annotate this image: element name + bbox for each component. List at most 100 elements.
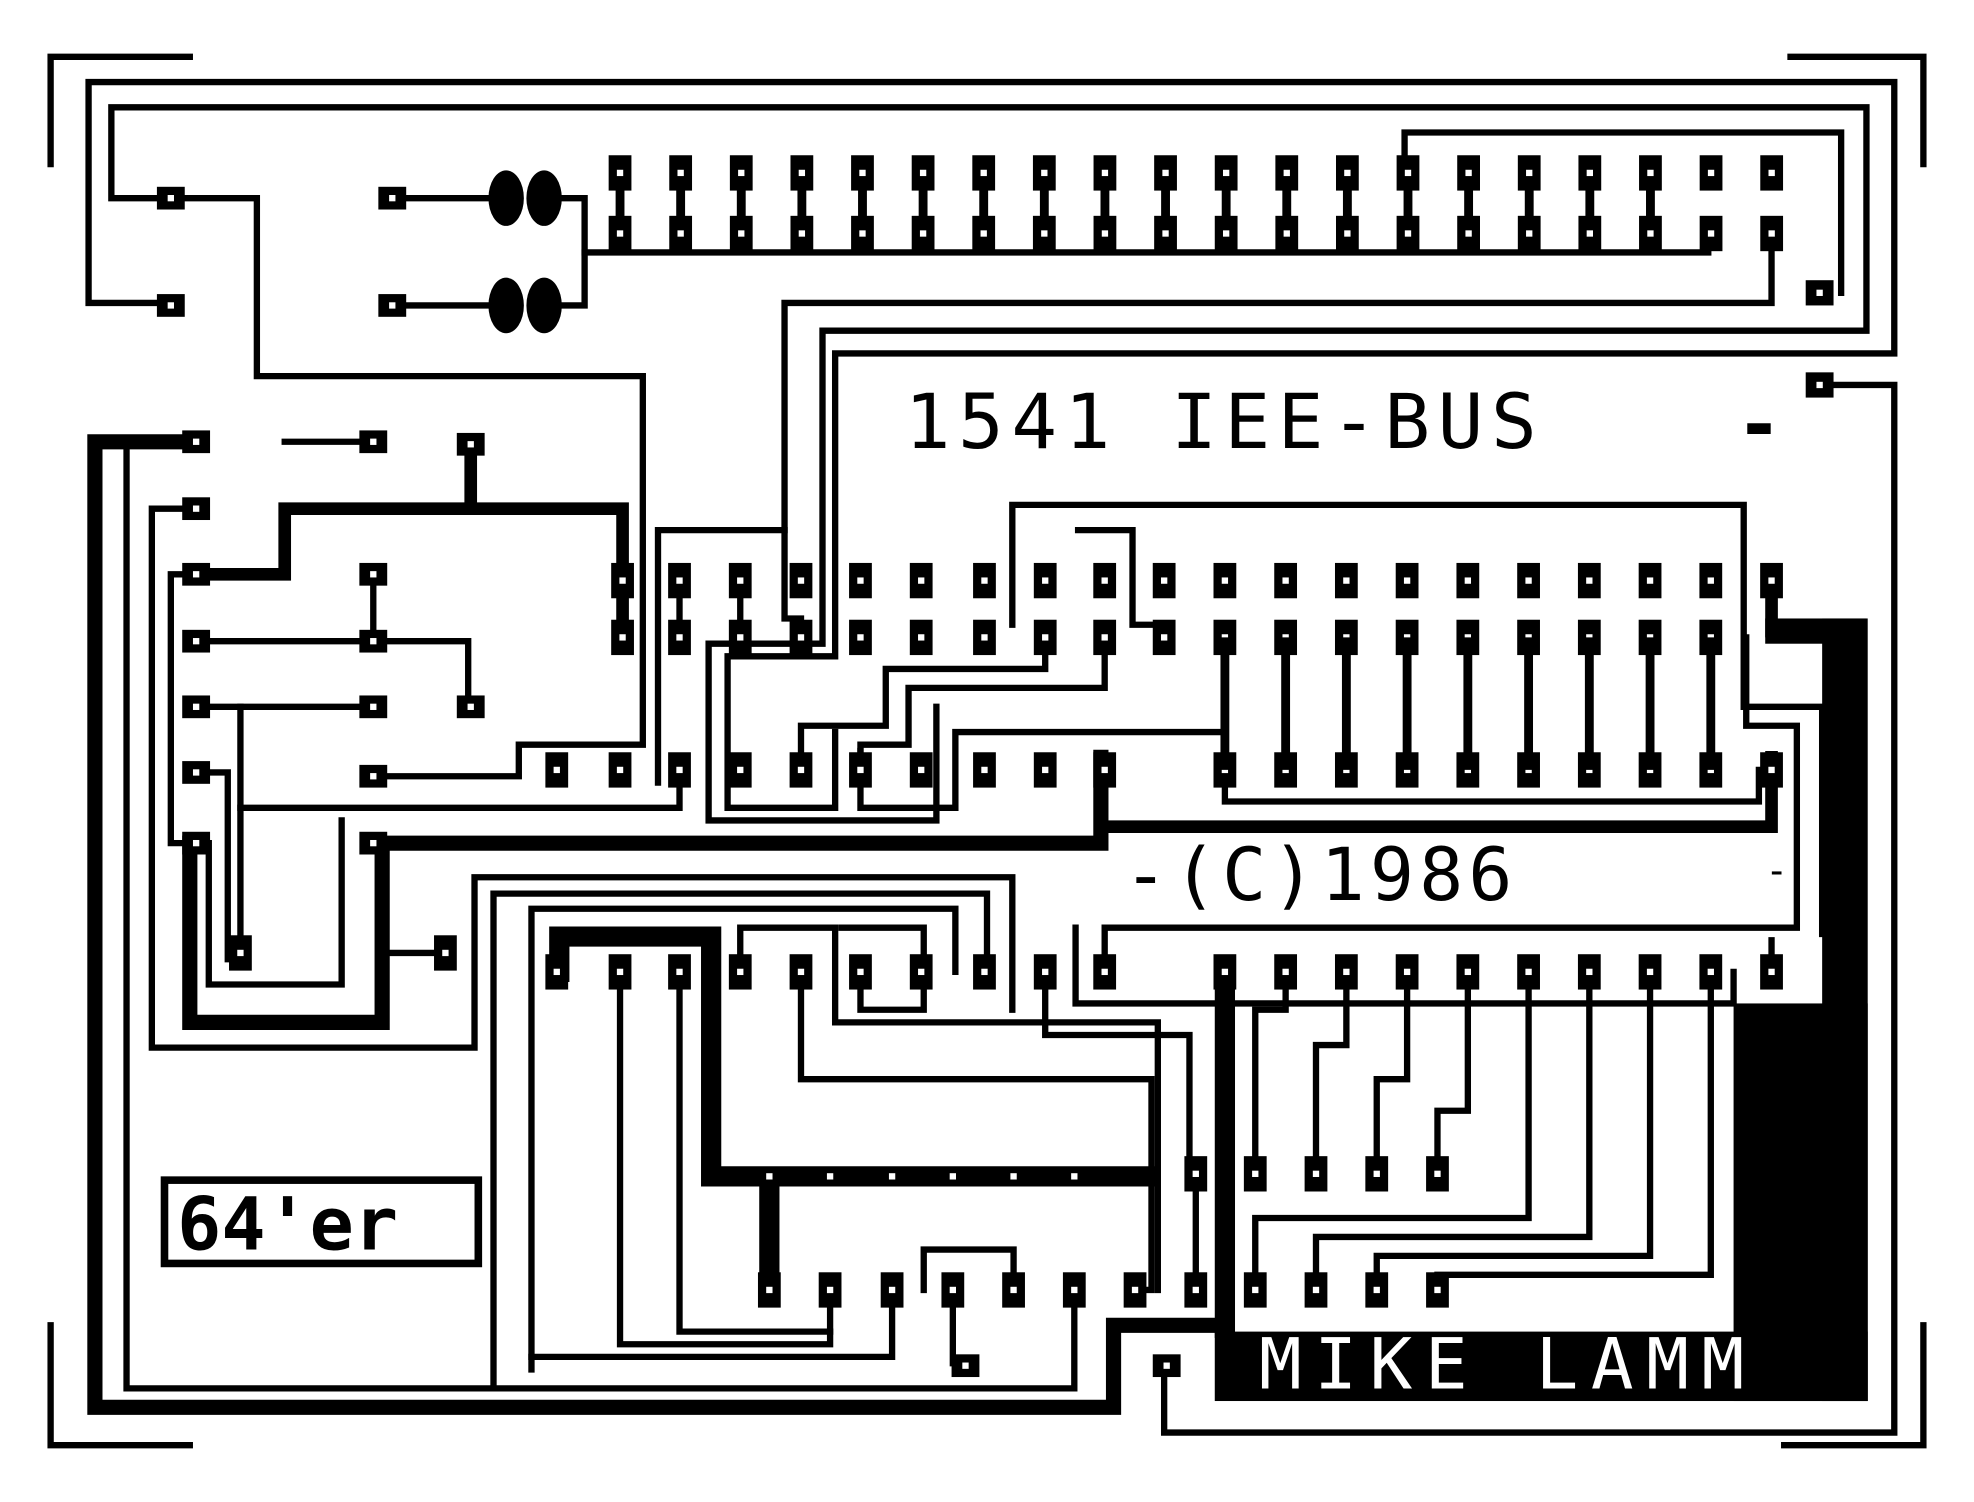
solder-pad (1214, 215, 1238, 252)
copyright-dash: - (1765, 849, 1788, 893)
solder-pad (729, 215, 753, 252)
solder-pad (1457, 215, 1480, 252)
solder-pad (668, 954, 691, 990)
solder-pad (668, 619, 691, 656)
solder-pad (378, 186, 407, 210)
solder-pad (456, 695, 485, 719)
solder-pad (1243, 1272, 1267, 1308)
solder-pad (182, 831, 211, 855)
solder-pad (182, 497, 211, 521)
solder-pad (1456, 954, 1480, 990)
solder-pad (668, 752, 691, 788)
solder-pad (790, 155, 814, 191)
solder-pad (947, 1171, 958, 1182)
corner-marks (47, 53, 1927, 1449)
solder-pad (1304, 1156, 1328, 1192)
solder-pad (1093, 954, 1117, 990)
solder-pad (1243, 1156, 1267, 1192)
solder-pad (1638, 562, 1662, 599)
solder-pad (851, 155, 874, 191)
solder-pad (1396, 155, 1420, 191)
solder-pad (1578, 155, 1602, 191)
solder-pad (728, 562, 752, 599)
solder-pad (1699, 954, 1723, 990)
solder-pad (972, 215, 996, 252)
solder-pad (1304, 1272, 1328, 1308)
solder-pad (608, 215, 632, 252)
solder-pad (973, 752, 996, 788)
solder-pad (1638, 954, 1662, 990)
solder-pad (1184, 1272, 1208, 1308)
solder-pad (456, 432, 485, 456)
solder-pad (941, 1272, 965, 1308)
capacitor-top (488, 170, 562, 226)
solder-pad (757, 1272, 781, 1308)
solder-pad (1335, 155, 1359, 191)
solder-pad (1093, 752, 1117, 788)
solder-pad (1033, 562, 1057, 599)
solder-pad (789, 752, 813, 788)
solder-pad (378, 294, 407, 317)
capacitor-bottom (488, 277, 562, 334)
solder-pad (911, 215, 935, 252)
solder-pad (156, 186, 185, 210)
solder-pad (1152, 619, 1176, 656)
solder-pad (669, 155, 693, 191)
solder-pad (182, 761, 211, 784)
solder-pad (359, 430, 388, 454)
title-label: 1541 IEE-BUS (905, 378, 1545, 466)
solder-pad (1033, 954, 1057, 990)
thick-traces (87, 434, 1778, 1415)
solder-pad (1002, 1272, 1025, 1308)
solder-pad (1517, 562, 1540, 599)
solder-pad (973, 954, 996, 990)
solder-pad (789, 954, 813, 990)
solder-pad (789, 619, 813, 656)
solder-pad (1154, 155, 1177, 191)
solder-pad (909, 752, 933, 788)
solder-pad (729, 155, 753, 191)
solder-pad (611, 562, 634, 599)
solder-pad (909, 619, 933, 656)
magazine-label: 64'er (177, 1183, 398, 1268)
solder-pad (1517, 155, 1541, 191)
solder-pad (1335, 215, 1359, 252)
solder-pad (818, 1272, 842, 1308)
solder-pad (1426, 1272, 1449, 1308)
solder-pad (1032, 215, 1056, 252)
solder-pad (1213, 954, 1237, 990)
solder-pad (909, 562, 933, 599)
solder-pad (1069, 1171, 1080, 1182)
solder-pad (880, 1272, 904, 1308)
solder-pad (1365, 1272, 1389, 1308)
solder-pad (359, 831, 388, 855)
solder-pad (1578, 215, 1602, 252)
solder-pad (1577, 954, 1601, 990)
solder-pad (951, 1354, 980, 1378)
solder-pad (182, 629, 211, 653)
copyright-label: -(C)1986 (1124, 833, 1518, 918)
solder-pad (973, 619, 996, 656)
solder-pad (1033, 619, 1057, 656)
solder-pad (182, 430, 211, 454)
solder-pad (849, 619, 872, 656)
solder-pad (545, 954, 569, 990)
solder-pad (1214, 155, 1238, 191)
solder-pad (1062, 1272, 1086, 1308)
solder-pad (1457, 155, 1480, 191)
solder-pad (1577, 562, 1601, 599)
solder-pad (973, 562, 996, 599)
solder-pad (608, 155, 632, 191)
solder-pad (1123, 1272, 1147, 1308)
solder-pad (789, 562, 813, 599)
solder-pad (1274, 562, 1298, 599)
solder-pad (1760, 562, 1783, 599)
solder-pad (1699, 562, 1723, 599)
solder-pad (1093, 155, 1117, 191)
solder-pad (911, 155, 935, 191)
pads (156, 155, 1834, 1378)
solder-pad (1093, 619, 1117, 656)
solder-pad (1760, 752, 1783, 788)
solder-pad (1805, 280, 1834, 306)
